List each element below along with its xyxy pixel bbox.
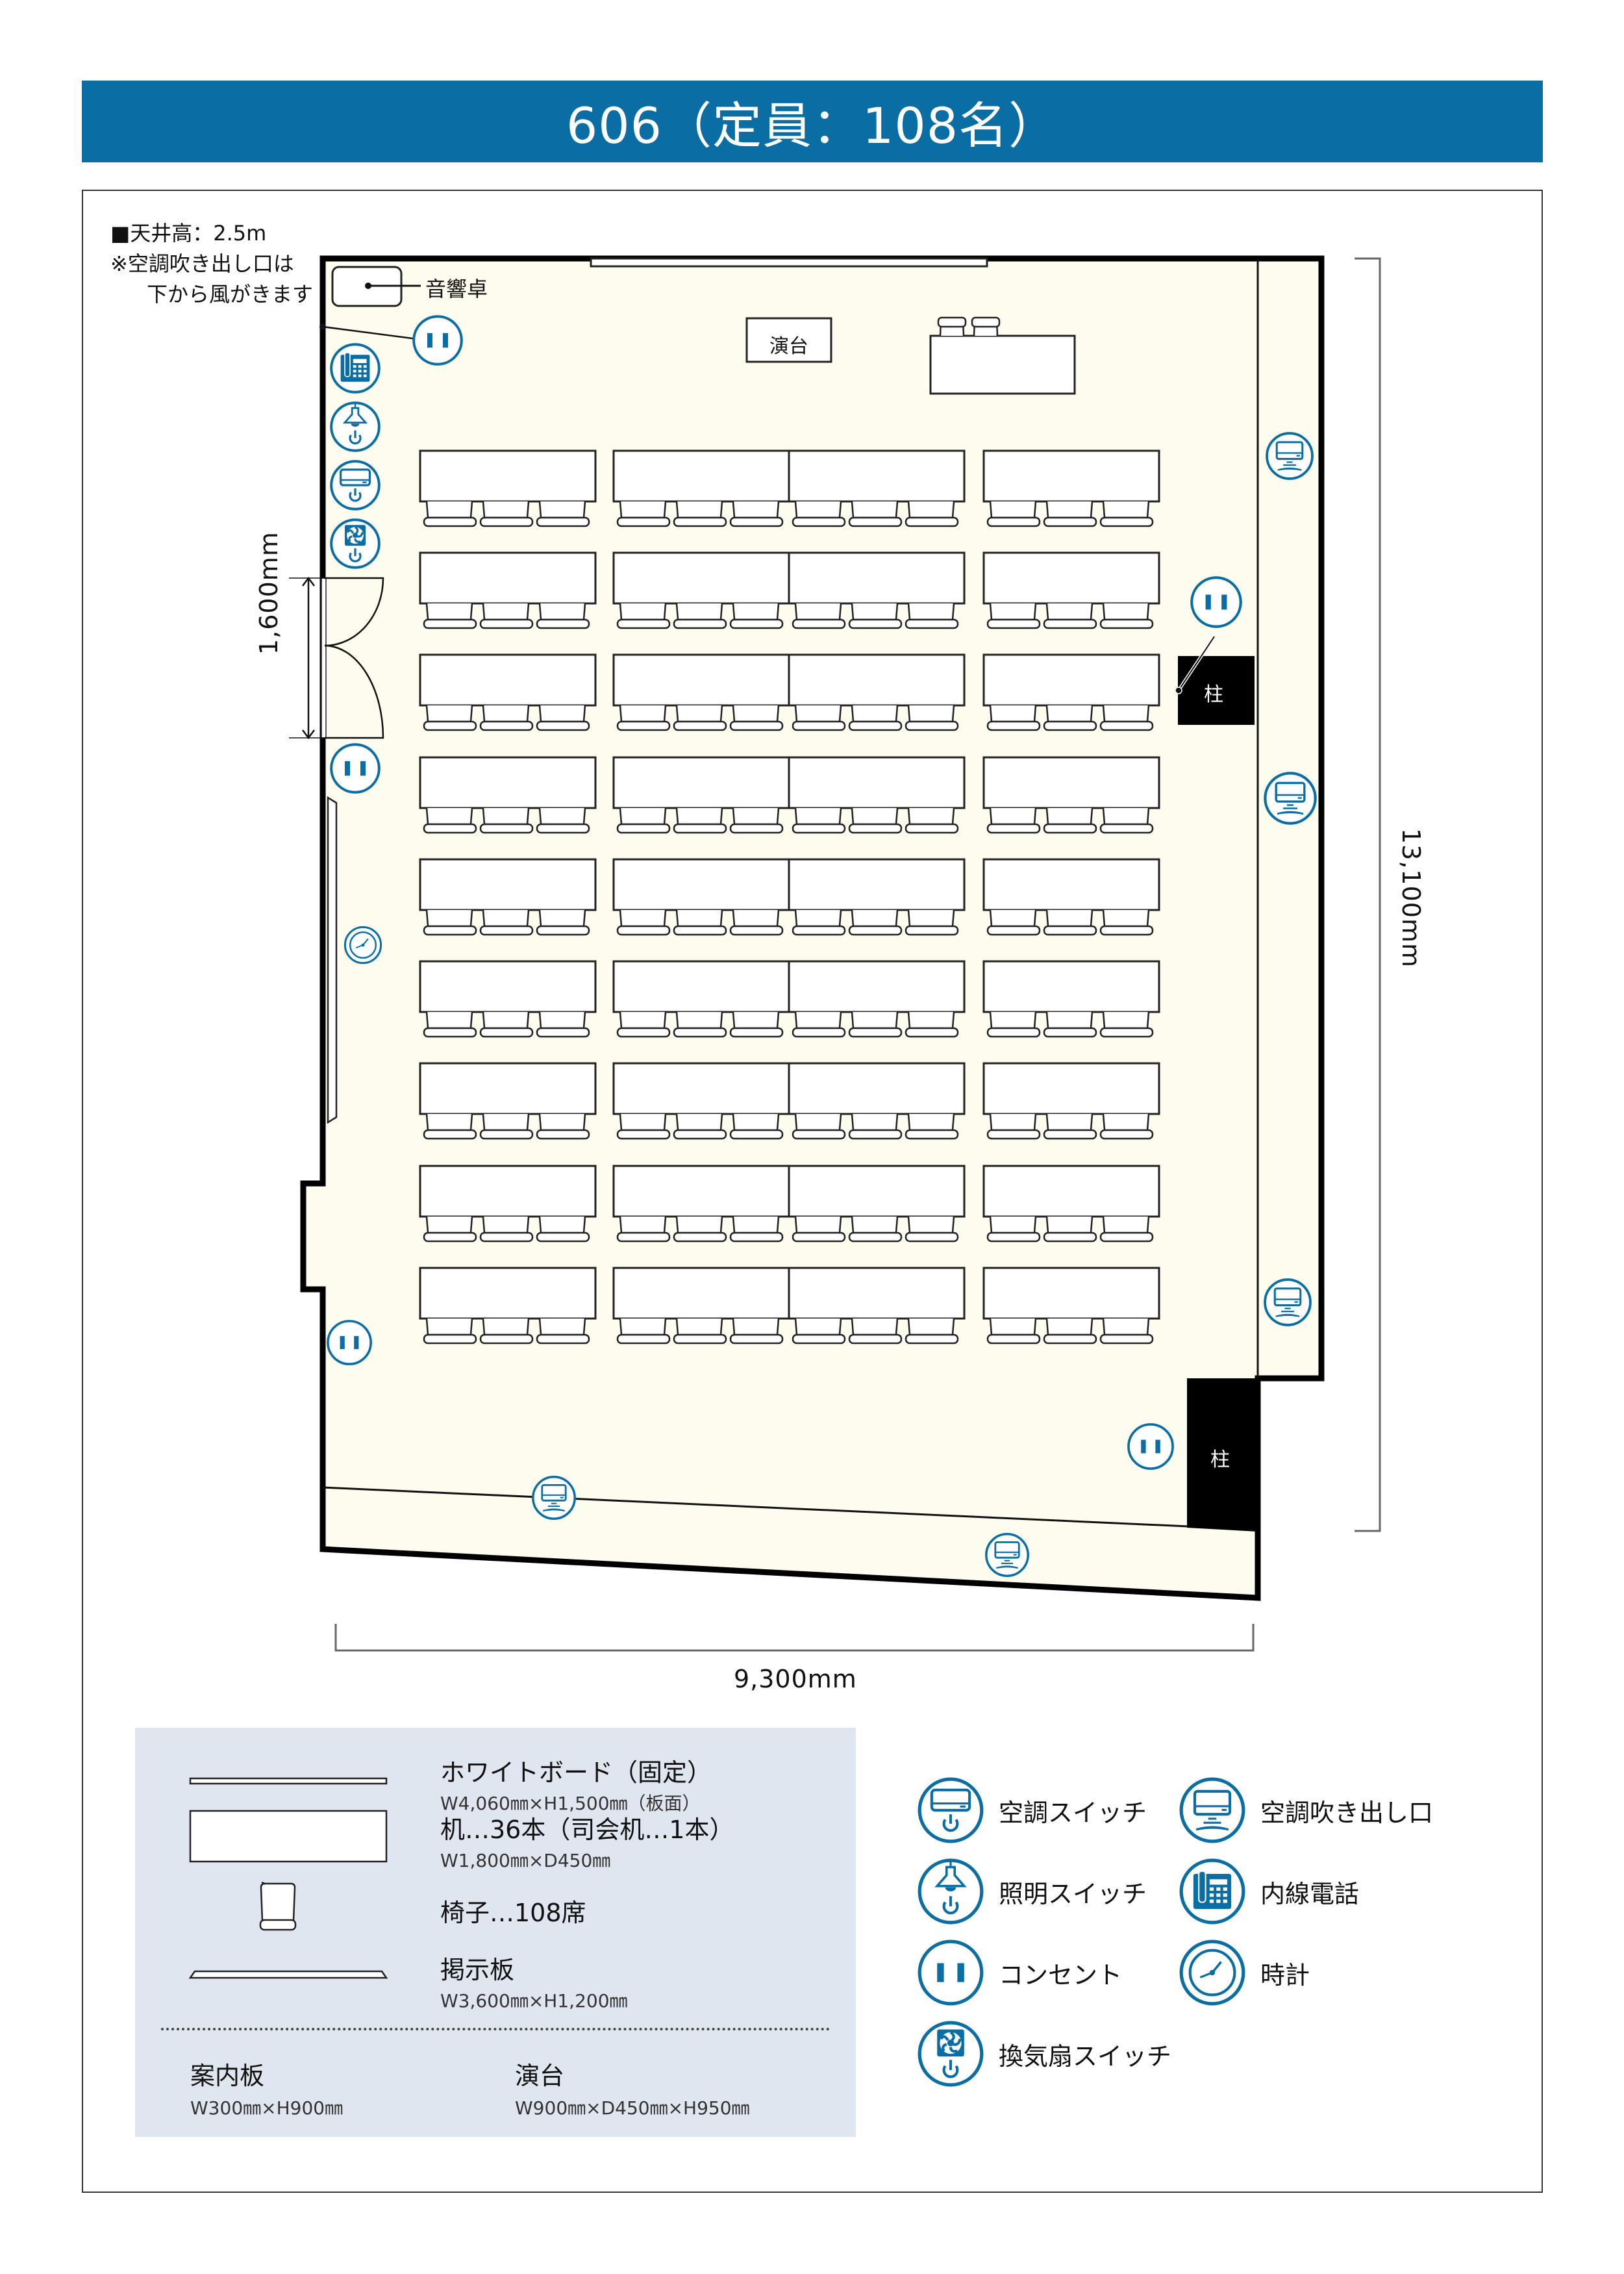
outlet-icon	[412, 315, 463, 366]
room-depth-dimension: 13,100mm	[1397, 828, 1425, 968]
ac-vent-icon	[531, 1475, 577, 1521]
chairman-desk	[929, 335, 1076, 395]
legend-whiteboard: ホワイトボード（固定） W4,060㎜×H1,500㎜（板面）	[440, 1758, 712, 1814]
ac-vent-icon	[986, 1534, 1028, 1576]
ceiling-height-note: ■天井高：2.5m	[110, 221, 267, 246]
fan-switch-icon	[330, 518, 381, 569]
desk-grid	[419, 449, 1160, 1345]
legend-signboard: 案内板 W300㎜×H900㎜	[190, 2062, 344, 2119]
light-switch-icon	[330, 401, 381, 452]
furniture-legend: ホワイトボード（固定） W4,060㎜×H1,500㎜（板面） 机…36本（司会…	[135, 1728, 856, 2137]
legend-divider	[161, 2028, 830, 2030]
whiteboard	[590, 257, 988, 268]
whiteboard-symbol	[189, 1777, 388, 1785]
legend-chair: 椅子…108席	[440, 1899, 586, 1927]
pillar-1	[1178, 656, 1255, 725]
outlet-icon	[1192, 577, 1240, 626]
ac-vent-icon	[1264, 1278, 1312, 1326]
symbol-ac-vent: 空調吹き出し口	[1179, 1776, 1433, 1844]
bulletin-board	[327, 796, 338, 1124]
bulletin-symbol	[188, 1970, 388, 1979]
outlet-icon	[326, 1319, 373, 1366]
symbol-fan-switch: 換気扇スイッチ	[917, 2020, 1171, 2088]
symbol-outlet: コンセント	[917, 1939, 1122, 2006]
symbol-clock: 時計	[1179, 1939, 1310, 2006]
ac-vent-icon	[1265, 773, 1315, 823]
legend-desk: 机…36本（司会机…1本） W1,800㎜×D450㎜	[440, 1815, 734, 1871]
phone-icon	[330, 343, 381, 394]
ac-note-line-2: 下から風がきます	[147, 282, 314, 307]
door-width-dimension: 1,600mm	[255, 531, 283, 655]
chair-symbol	[259, 1881, 297, 1931]
outlet-icon	[917, 1939, 984, 2006]
ac-vent-icon	[1267, 433, 1312, 479]
light-switch-icon	[917, 1858, 984, 1925]
clock-icon	[1179, 1939, 1246, 2006]
ac-switch-icon	[917, 1776, 984, 1844]
outlet-icon	[330, 743, 381, 794]
pillar-label-2: 柱	[1210, 1448, 1230, 1471]
page-title: 606（定員：108名）	[82, 81, 1543, 162]
sound-desk-label: 音響卓	[425, 277, 488, 301]
outlet-icon	[1127, 1422, 1175, 1471]
room-width-dimension: 9,300mm	[734, 1665, 857, 1693]
notes: ■天井高：2.5m ※空調吹き出し口は 下から風がきます	[110, 218, 313, 310]
ac-vent-icon	[1179, 1776, 1246, 1844]
legend-lectern: 演台 W900㎜×D450㎜×H950㎜	[515, 2062, 750, 2119]
pillar-label-1: 柱	[1204, 683, 1223, 706]
ac-switch-icon	[330, 460, 381, 511]
phone-icon	[1179, 1858, 1246, 1925]
fan-switch-icon	[917, 2020, 984, 2088]
symbol-light-switch: 照明スイッチ	[917, 1858, 1147, 1925]
plan-frame	[82, 190, 1543, 2193]
legend-bulletin: 掲示板 W3,600㎜×H1,200㎜	[440, 1956, 628, 2012]
podium	[745, 317, 832, 363]
pillar-2	[1187, 1378, 1258, 1532]
clock-icon	[345, 927, 381, 963]
podium-label: 演台	[769, 335, 808, 358]
ac-note-line-1: ※空調吹き出し口は	[110, 251, 294, 276]
symbol-phone: 内線電話	[1179, 1858, 1359, 1925]
desk-symbol	[189, 1810, 388, 1863]
symbol-ac-switch: 空調スイッチ	[917, 1776, 1147, 1844]
